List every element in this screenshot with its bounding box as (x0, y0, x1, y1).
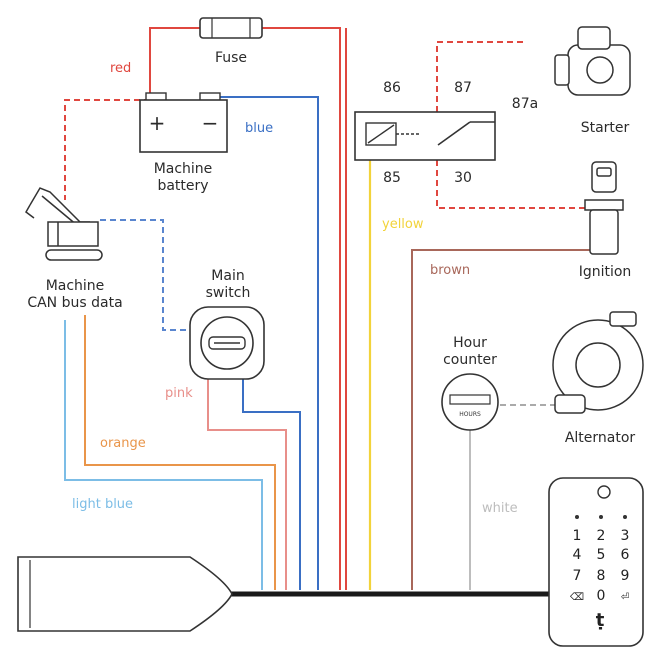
excavator-icon (25, 187, 103, 261)
keypad-key-4: 4 (573, 547, 582, 563)
light-blue-wire (64, 320, 263, 590)
ignition-label: Ignition (579, 264, 632, 280)
can-dashed-wire (100, 219, 192, 331)
brown-wire (411, 249, 598, 590)
hour-counter-icon (441, 373, 499, 431)
hour-face-text: HOURS (459, 411, 481, 418)
pink-wire (207, 373, 287, 590)
keypad-key-5: 5 (597, 547, 606, 563)
relay-pin-86: 86 (383, 80, 401, 96)
battery-plus: + (149, 111, 166, 135)
fuse-label: Fuse (215, 50, 247, 66)
red-dashed-wire (64, 99, 150, 200)
connector-plug-icon (17, 556, 233, 632)
alternator-label: Alternator (565, 430, 636, 446)
keypad-key-2: 2 (597, 528, 606, 544)
relay-30-dashed (436, 160, 592, 209)
battery-label-1: Machine (154, 161, 213, 177)
keypad-led-dot (623, 515, 627, 519)
switch-label-1: Main (211, 268, 244, 284)
ignition-key-icon (584, 161, 624, 255)
wire-label-red: red (110, 61, 131, 76)
keypad-led-dot (575, 515, 579, 519)
starter-label: Starter (581, 120, 630, 136)
keypad-key-12: ⏎ (621, 592, 629, 603)
alternator-icon (552, 311, 644, 414)
relay-pin-30: 30 (454, 170, 472, 186)
red-wire (149, 27, 341, 590)
keypad-key-6: 6 (621, 547, 630, 563)
relay-pin-87a: 87a (512, 96, 538, 112)
keypad-key-9: 9 (621, 568, 630, 584)
wire-label-yellow: yellow (382, 217, 424, 232)
keypad-key-3: 3 (621, 528, 630, 544)
wire-label-brown: brown (430, 263, 470, 278)
keypad-key-8: 8 (597, 568, 606, 584)
keypad-key-1: 1 (573, 528, 582, 544)
orange-wire (84, 315, 276, 590)
wire-label-orange: orange (100, 436, 146, 451)
wire-label-blue: blue (245, 121, 273, 136)
keypad-led-dot (599, 515, 603, 519)
keypad-key-11: 0 (597, 588, 606, 604)
battery-label-2: battery (157, 178, 208, 194)
main-switch-icon (189, 306, 265, 380)
relay-icon (354, 111, 496, 161)
battery-icon (139, 92, 228, 153)
keypad-bottom-symbol: ṭ (596, 610, 605, 631)
hour-label-1: Hour (453, 335, 487, 351)
starter-motor-icon (554, 26, 631, 96)
wire-label-pink: pink (165, 386, 193, 401)
switch-blue-wire (242, 373, 301, 590)
relay-87-dashed (436, 41, 525, 112)
blue-wire (215, 96, 319, 590)
wire-label-light-blue: light blue (72, 497, 133, 512)
hour-label-2: counter (443, 352, 497, 368)
keypad-device (548, 477, 644, 647)
keypad-key-7: 7 (573, 568, 582, 584)
switch-label-2: switch (206, 285, 251, 301)
can-label-2: CAN bus data (27, 295, 122, 311)
fuse-icon (199, 17, 263, 39)
wire-label-white: white (482, 501, 518, 516)
relay-pin-85: 85 (383, 170, 401, 186)
keypad-key-10: ⌫ (570, 592, 584, 603)
battery-minus: − (202, 111, 219, 135)
relay-pin-87: 87 (454, 80, 472, 96)
can-label-1: Machine (46, 278, 105, 294)
